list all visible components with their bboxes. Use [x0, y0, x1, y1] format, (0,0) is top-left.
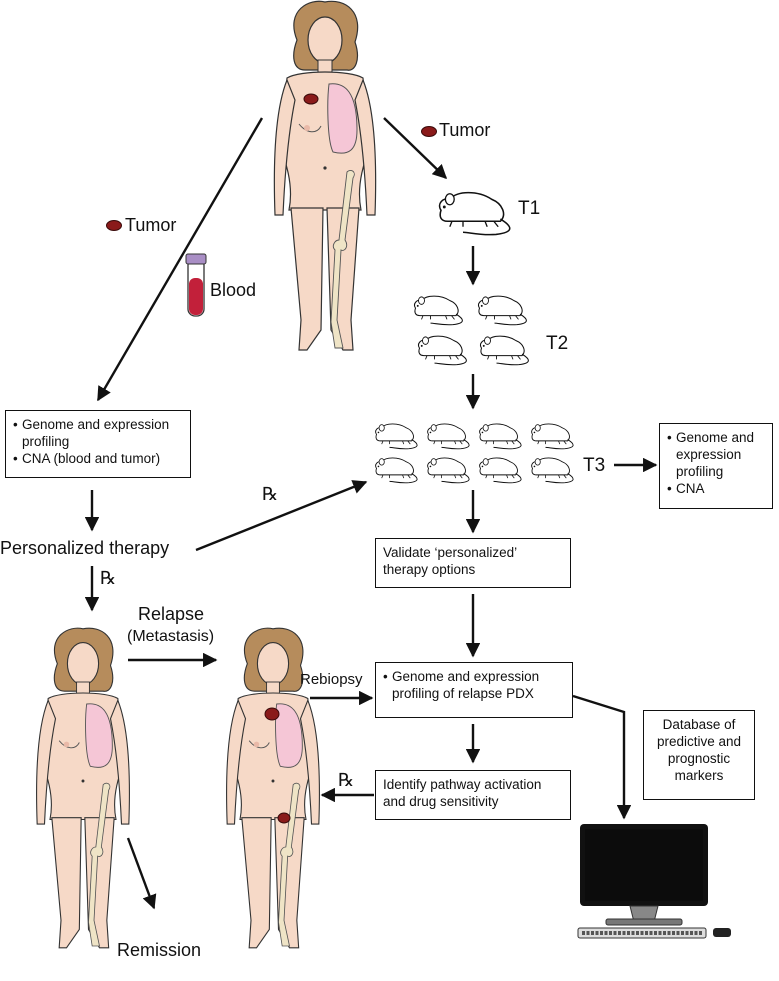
tumor-label: Tumor — [125, 215, 177, 235]
bullet-item: Genome and expression profiling of relap… — [383, 668, 565, 702]
mouse-icon — [413, 295, 463, 326]
database-box: Database of predictive and prognostic ma… — [643, 710, 755, 800]
mouse-icon — [375, 423, 418, 450]
t2-label: T2 — [546, 333, 569, 354]
t1-label: T1 — [518, 198, 541, 219]
bullet-item: CNA — [667, 480, 765, 497]
remission-label: Remission — [117, 940, 202, 960]
human-figure-icon — [35, 627, 131, 949]
tumor-icon — [303, 93, 319, 105]
tumor-icon — [421, 126, 437, 137]
bullet-item: Genome and expression profiling — [667, 429, 765, 480]
rebiopsy-label: Rebiopsy — [300, 671, 363, 688]
rx-symbol: ℞ — [262, 484, 279, 505]
mouse-icon — [427, 423, 470, 450]
tumor-icon — [264, 707, 280, 721]
personalized-therapy-label: Personalized therapy — [0, 538, 170, 558]
computer-icon — [577, 824, 731, 939]
mouse-icon — [375, 457, 418, 484]
tumor-label: Tumor — [439, 120, 491, 140]
mouse-icon — [477, 295, 527, 326]
mouse-icon — [531, 423, 574, 450]
validate-box: Validate ‘personalized’ therapy options — [375, 538, 571, 588]
tumor-icon — [106, 220, 122, 231]
bullet-item: Genome and expression profiling — [13, 416, 183, 450]
mouse-icon — [531, 457, 574, 484]
mouse-icon — [427, 457, 470, 484]
rx-symbol: ℞ — [338, 770, 355, 791]
mouse-icon — [479, 457, 522, 484]
flow-arrows — [84, 117, 658, 910]
patient-profiling-box: Genome and expression profiling CNA (blo… — [5, 410, 191, 478]
mouse-icon — [438, 191, 511, 236]
metastasis-label: (Metastasis) — [127, 628, 215, 645]
t3-profiling-box: Genome and expression profiling CNA — [659, 423, 773, 509]
mouse-icon — [417, 335, 467, 366]
blood-label: Blood — [210, 280, 257, 300]
relapse-profiling-box: Genome and expression profiling of relap… — [375, 662, 573, 718]
rx-symbol: ℞ — [100, 568, 117, 589]
bullet-item: CNA (blood and tumor) — [13, 450, 183, 467]
mouse-icon — [479, 423, 522, 450]
t3-label: T3 — [583, 455, 606, 476]
tumor-icon — [277, 812, 291, 824]
pathway-box: Identify pathway activation and drug sen… — [375, 770, 571, 820]
human-figure-icon — [273, 0, 377, 351]
relapse-label: Relapse — [138, 604, 205, 624]
mouse-icon — [479, 335, 529, 366]
blood-tube-icon — [185, 253, 207, 317]
